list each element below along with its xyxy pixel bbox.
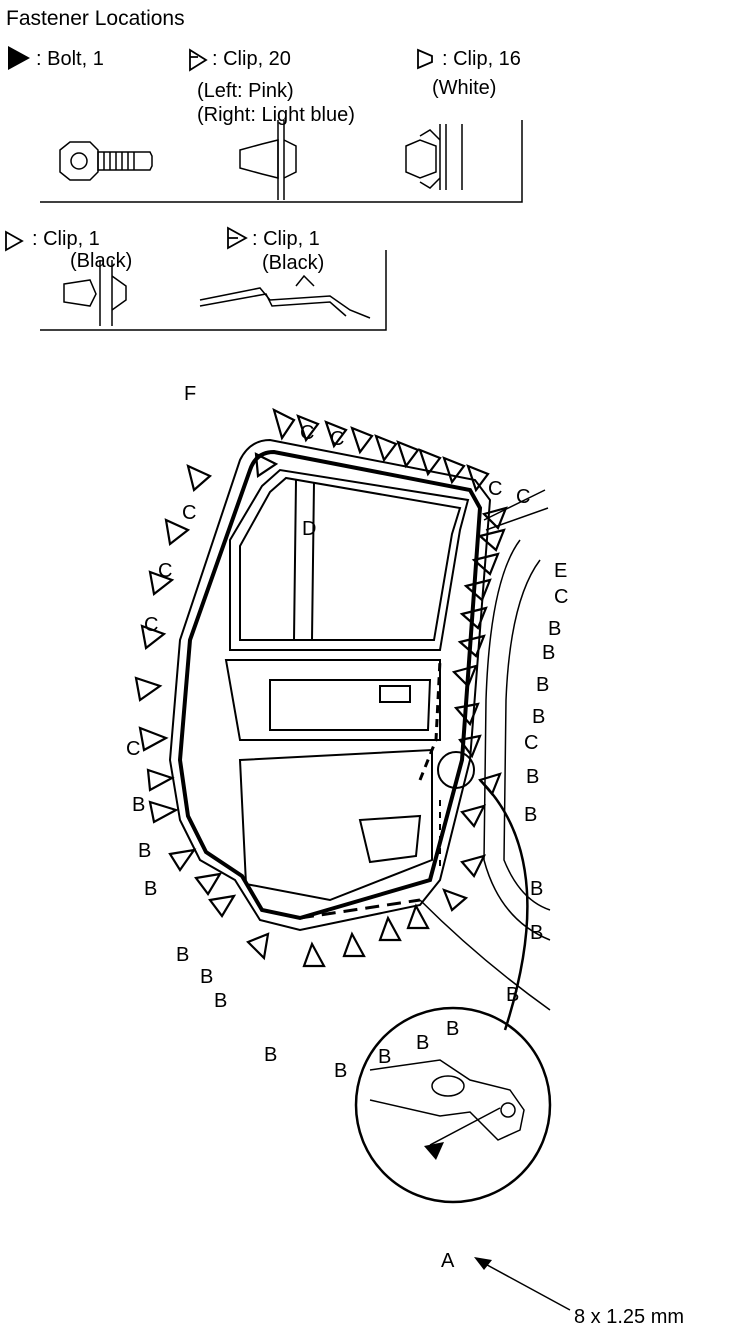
callout-b: B — [542, 642, 556, 664]
callout-b: B — [548, 618, 562, 640]
bolt-illustration — [59, 141, 153, 181]
callout-b: B — [506, 984, 520, 1006]
spec-arrowhead-icon — [474, 1257, 492, 1270]
callout-b: B — [524, 804, 538, 826]
callout-c: C — [182, 502, 197, 524]
callout-c: C — [300, 422, 315, 444]
callout-b: B — [416, 1032, 430, 1054]
fastener-triangles — [134, 407, 508, 968]
white-clip-illustration — [405, 124, 463, 190]
black-clip-e-illustration — [199, 274, 371, 319]
legend-bolt-text: : Bolt, 1 — [36, 48, 104, 70]
legend-clip-d-text: : Clip, 1 — [32, 228, 100, 250]
callout-b: B — [530, 878, 544, 900]
callout-c: C — [158, 560, 173, 582]
clip-pink-symbol-icon — [189, 48, 208, 72]
callout-b: B — [264, 1044, 278, 1066]
callout-b: B — [132, 794, 146, 816]
legend-clip-pink-text: : Clip, 20 — [212, 48, 291, 70]
pink-clip-illustration — [239, 120, 297, 200]
bolt-location-arrowhead-icon — [424, 1142, 444, 1160]
callout-c: C — [516, 486, 531, 508]
callout-b: B — [138, 840, 152, 862]
callout-b: B — [532, 706, 546, 728]
clip-d-symbol-icon — [5, 230, 24, 252]
legend-clip-white-text: : Clip, 16 — [442, 48, 521, 70]
clip-white-symbol-icon — [417, 48, 433, 70]
callout-e: E — [554, 560, 568, 582]
legend-clip-pink-note1: (Left: Pink) — [197, 80, 294, 102]
legend-clip-d-note: (Black) — [70, 250, 133, 272]
callout-c: C — [488, 478, 503, 500]
callout-b: B — [334, 1060, 348, 1082]
callout-b: B — [200, 966, 214, 988]
legend-clip-white-note: (White) — [432, 77, 497, 99]
callout-b: B — [536, 674, 550, 696]
black-clip-d-illustration — [63, 260, 127, 326]
callout-a: A — [441, 1250, 455, 1272]
callout-c: C — [126, 738, 141, 760]
detail-circle — [354, 779, 552, 1204]
legend-box-top — [40, 120, 523, 203]
legend-clip-e-note: (Black) — [262, 252, 325, 274]
callout-b: B — [144, 878, 158, 900]
legend-box-bottom — [40, 250, 387, 331]
callout-b: B — [446, 1018, 460, 1040]
callout-d: D — [302, 518, 317, 540]
bolt-spec-label: 8 x 1.25 mm — [574, 1306, 685, 1328]
diagram-title: Fastener Locations — [6, 7, 185, 30]
clip-e-symbol-icon — [227, 226, 248, 250]
legend-clip-e-text: : Clip, 1 — [252, 228, 320, 250]
legend-clip-pink-note2: (Right: Light blue) — [197, 104, 355, 126]
callout-f: F — [184, 383, 197, 405]
callout-c: C — [330, 428, 345, 450]
callout-c: C — [554, 586, 569, 608]
body-pillar — [419, 489, 551, 1011]
callout-b: B — [176, 944, 190, 966]
door-outline — [168, 438, 492, 932]
callout-b: B — [530, 922, 544, 944]
bolt-symbol-icon — [8, 46, 30, 70]
callout-b: B — [526, 766, 540, 788]
callout-b: B — [214, 990, 228, 1012]
callout-b: B — [378, 1046, 392, 1068]
spec-arrow — [477, 1259, 571, 1311]
callout-c: C — [144, 614, 159, 636]
callout-c: C — [524, 732, 539, 754]
